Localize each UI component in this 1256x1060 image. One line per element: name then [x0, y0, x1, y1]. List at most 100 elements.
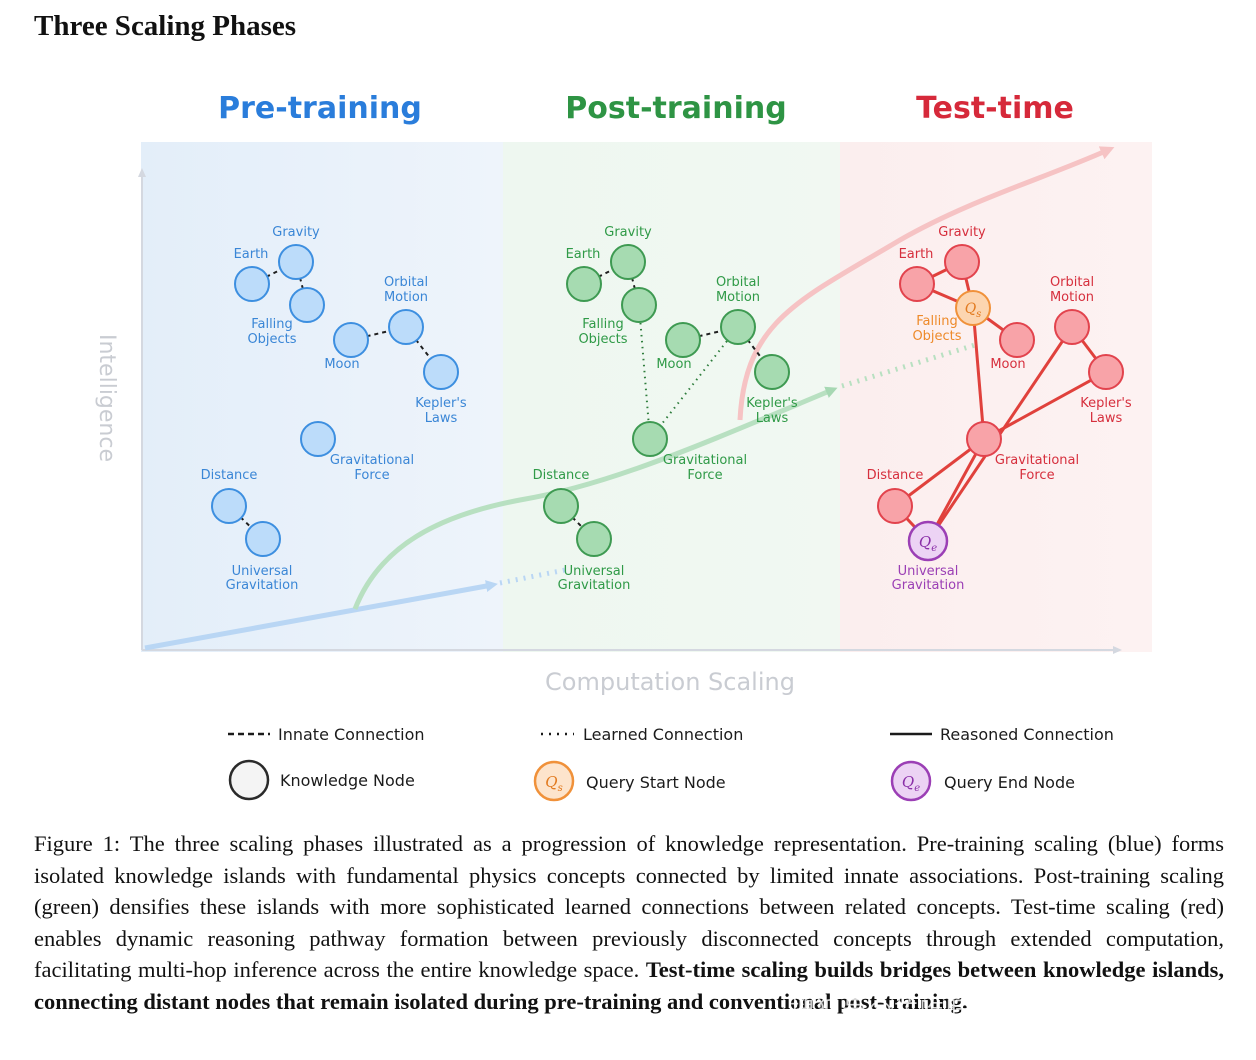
phase-title-posttraining: Post-training — [565, 91, 786, 126]
node-label: Distance — [867, 468, 924, 483]
testtime-trajectory — [737, 146, 1115, 421]
watermark: 搜狐号@拉唯旺6736 — [790, 996, 1042, 1024]
knowledge-node-orbital-motion — [720, 309, 756, 345]
node-label: Universal — [232, 564, 293, 579]
node-label: Motion — [716, 290, 760, 305]
reasoned-connection — [894, 437, 985, 508]
legend-knowledge-node-icon — [228, 759, 270, 801]
node-label: Orbital — [384, 275, 428, 290]
query-start-node — [955, 290, 991, 326]
node-label: Gravity — [604, 225, 652, 240]
pretraining-panel — [141, 142, 503, 652]
legend-query-start-label: Query Start Node — [586, 773, 726, 792]
legend-learned-label: Learned Connection — [583, 725, 743, 744]
knowledge-node-orbital-motion — [1054, 309, 1090, 345]
node-label: Kepler's — [746, 396, 798, 411]
knowledge-node-earth — [899, 266, 935, 302]
legend-reasoned-label: Reasoned Connection — [940, 725, 1114, 744]
node-label: Gravitational — [330, 453, 414, 468]
phase-title-pretraining: Pre-training — [218, 91, 422, 126]
node-label: Universal — [898, 564, 959, 579]
node-label: Distance — [201, 468, 258, 483]
node-label: Falling — [916, 314, 958, 329]
knowledge-node-moon — [333, 322, 369, 358]
knowledge-node-gravity — [610, 244, 646, 280]
testtime-knowledge-graph: Qs Qe Gravity Earth Falling Objects Orbi… — [867, 225, 1132, 593]
node-label: Force — [354, 468, 389, 483]
query-end-node — [907, 520, 949, 562]
node-label: Gravity — [938, 225, 986, 240]
node-label: Orbital — [716, 275, 760, 290]
knowledge-node-distance — [211, 488, 247, 524]
knowledge-node-gravitational-force — [300, 421, 336, 457]
node-label: Objects — [912, 329, 961, 344]
knowledge-node-keplers-laws — [1088, 354, 1124, 390]
knowledge-node-keplers-laws — [754, 354, 790, 390]
knowledge-node-keplers-laws — [423, 354, 459, 390]
knowledge-node-moon — [999, 322, 1035, 358]
pretraining-trajectory — [144, 580, 498, 651]
node-label: Moon — [990, 357, 1025, 372]
posttraining-panel — [503, 142, 840, 652]
knowledge-node-orbital-motion — [388, 309, 424, 345]
pretraining-trajectory-dotted — [499, 567, 566, 586]
node-label: Gravitation — [226, 578, 299, 593]
knowledge-node-falling-objects — [289, 287, 325, 323]
legend: Innate Connection Learned Connection Rea… — [228, 725, 1114, 802]
node-label: Earth — [234, 247, 269, 262]
node-label: Gravitation — [558, 578, 631, 593]
knowledge-node-gravity — [278, 244, 314, 280]
knowledge-node-falling-objects — [621, 287, 657, 323]
node-label: Laws — [756, 411, 789, 426]
knowledge-node-gravity — [944, 244, 980, 280]
node-label: Earth — [899, 247, 934, 262]
pretraining-knowledge-graph: Gravity Earth Falling Objects Orbital Mo… — [201, 225, 467, 593]
node-label: Laws — [425, 411, 458, 426]
knowledge-node-distance — [543, 488, 579, 524]
node-label: Gravitational — [995, 453, 1079, 468]
node-label: Motion — [384, 290, 428, 305]
knowledge-node-gravitational-force — [966, 421, 1002, 457]
node-label: Gravitation — [892, 578, 965, 593]
node-label: Objects — [578, 332, 627, 347]
legend-innate-label: Innate Connection — [278, 725, 425, 744]
legend-knowledge-node-label: Knowledge Node — [280, 771, 415, 790]
x-axis-label: Computation Scaling — [545, 668, 795, 696]
caption-text: Figure 1: The three scaling phases illus… — [34, 831, 1224, 982]
phase-title-testtime: Test-time — [916, 91, 1074, 126]
knowledge-node-distance — [877, 488, 913, 524]
posttraining-knowledge-graph: Gravity Earth Falling Objects Orbital Mo… — [533, 225, 798, 593]
node-label: Moon — [656, 357, 691, 372]
node-label: Gravitational — [663, 453, 747, 468]
node-label: Laws — [1090, 411, 1123, 426]
legend-query-start-icon — [533, 760, 575, 802]
node-label: Force — [687, 468, 722, 483]
node-label: Earth — [566, 247, 601, 262]
node-label: Kepler's — [415, 396, 467, 411]
node-label: Kepler's — [1080, 396, 1132, 411]
legend-query-end-label: Query End Node — [944, 773, 1075, 792]
knowledge-node-gravitational-force — [632, 421, 668, 457]
page-title: Three Scaling Phases — [34, 10, 297, 42]
node-label: Falling — [251, 317, 293, 332]
node-label: Force — [1019, 468, 1054, 483]
node-label: Gravity — [272, 225, 320, 240]
node-label: Orbital — [1050, 275, 1094, 290]
knowledge-node-universal-gravitation — [576, 521, 612, 557]
knowledge-node-earth — [234, 266, 270, 302]
reasoned-connection — [983, 370, 1107, 441]
node-label: Distance — [533, 468, 590, 483]
node-label: Falling — [582, 317, 624, 332]
posttraining-trajectory — [352, 386, 838, 610]
knowledge-node-moon — [665, 322, 701, 358]
node-label: Universal — [564, 564, 625, 579]
testtime-panel — [840, 142, 1152, 652]
caption-bold-text: Test-time scaling builds bridges between… — [34, 957, 1225, 1014]
reasoned-connection — [971, 307, 986, 440]
node-label: Moon — [324, 357, 359, 372]
node-label: Motion — [1050, 290, 1094, 305]
scaling-phases-diagram: Pre-training Post-training Test-time Int… — [94, 91, 1152, 802]
y-axis-label: Intelligence — [94, 334, 119, 462]
knowledge-node-universal-gravitation — [245, 521, 281, 557]
learned-connection — [638, 304, 651, 440]
